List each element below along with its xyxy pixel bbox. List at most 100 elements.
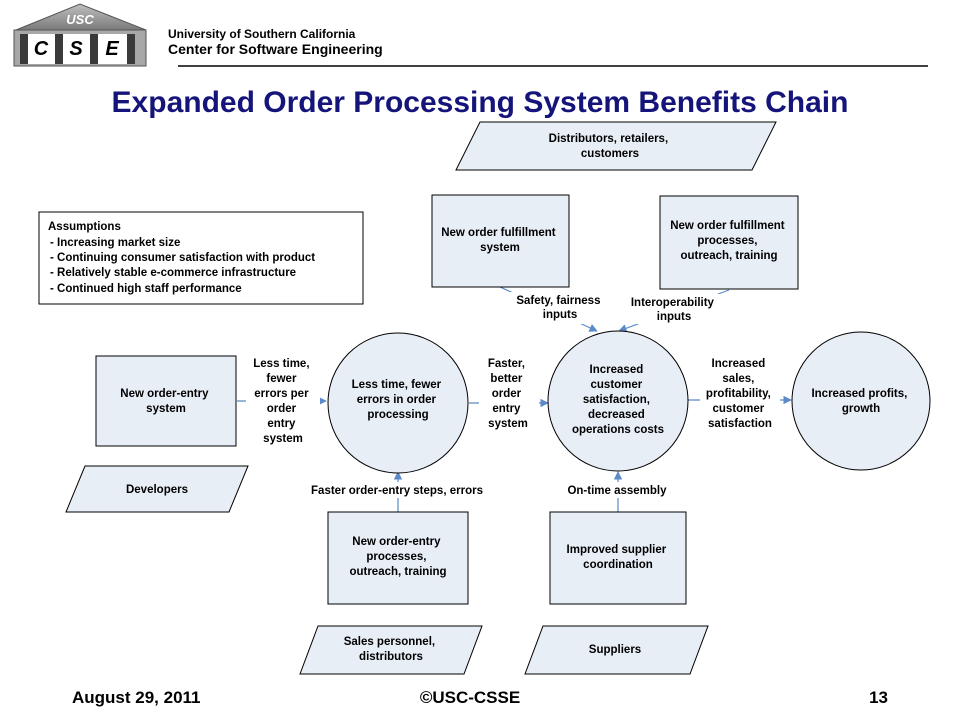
outcome-increased-profits: Increased profits, growth: [791, 331, 931, 471]
svg-text:New order fulfillment pr: New order fulfillment processes, outreac…: [670, 220, 788, 262]
node-label-line: Sales personnel,: [344, 636, 435, 648]
university-name: University of Southern California: [168, 27, 356, 41]
svg-text:Increased sales, p: Increased sales, profitability, customer…: [706, 358, 774, 430]
node-label-line: satisfaction,: [583, 394, 650, 406]
stakeholder-distributors: Distributors, retailers, customers: [455, 121, 777, 171]
contribution-interoperability: Interoperability inputs: [624, 294, 724, 324]
contribution-increased-sales: Increased sales, profitability, customer…: [700, 354, 780, 432]
node-label-line: outreach, training: [680, 250, 777, 262]
node-label-line: better: [490, 373, 522, 385]
node-label-line: system: [488, 418, 528, 430]
logo-usc-text: USC: [66, 12, 94, 27]
node-label-line: processes,: [366, 551, 426, 563]
node-label-line: entry: [267, 418, 296, 430]
node-label-line: inputs: [543, 309, 578, 321]
node-label-line: Increased profits,: [811, 388, 907, 400]
svg-text:Less time, fewer errors: Less time, fewer errors in order process…: [352, 379, 445, 421]
contribution-on-time-assembly: On-time assembly: [560, 482, 674, 498]
stakeholder-suppliers: Suppliers: [524, 625, 709, 675]
node-label-line: New order fulfillment: [441, 227, 556, 239]
svg-text:New order fulfillment sy: New order fulfillment system: [441, 227, 559, 254]
svg-text:Increased customer: Increased customer satisfaction, decreas…: [572, 364, 664, 436]
node-label-line: errors in order: [357, 394, 437, 406]
node-label-line: sales,: [722, 373, 754, 385]
node-label-line: system: [480, 242, 520, 254]
outcome-increased-satisfaction: Increased customer satisfaction, decreas…: [547, 330, 689, 472]
logo-letter-e: E: [105, 38, 119, 60]
node-label-line: Safety, fairness: [516, 295, 600, 307]
node-label-line: entry: [492, 403, 521, 415]
node-label-line: fewer: [266, 373, 297, 385]
outcome-less-time: Less time, fewer errors in order process…: [327, 332, 469, 474]
assumption-item: - Continued high staff performance: [50, 283, 242, 295]
node-label-line: customers: [581, 148, 639, 160]
assumptions-heading: Assumptions: [48, 221, 121, 233]
contribution-faster-steps: Faster order-entry steps, errors: [300, 482, 494, 498]
node-label-line: processes,: [697, 235, 757, 247]
node-label-line: customer: [591, 379, 643, 391]
node-label-line: Less time, fewer: [352, 379, 442, 391]
node-label-line: growth: [842, 403, 880, 415]
node-label-line: Faster,: [488, 358, 525, 370]
initiative-new-order-entry-processes: New order-entry processes, outreach, tra…: [327, 511, 469, 605]
node-label-line: distributors: [359, 651, 423, 663]
initiative-new-order-entry-system: New order-entry system: [95, 355, 237, 447]
node-label-line: system: [263, 433, 303, 445]
slide-title: Expanded Order Processing System Benefit…: [112, 86, 849, 119]
node-label-line: order: [492, 388, 522, 400]
initiative-new-order-fulfillment-system: New order fulfillment system: [431, 194, 570, 288]
node-label-line: satisfaction: [708, 418, 772, 430]
node-label-line: New order fulfillment: [670, 220, 785, 232]
stakeholder-developers: Developers: [65, 465, 249, 513]
contribution-safety-fairness: Safety, fairness inputs: [508, 292, 612, 324]
svg-text:Interoperability inputs: Interoperability inputs: [631, 297, 717, 323]
node-label-line: Increased: [590, 364, 644, 376]
node-label-line: coordination: [583, 559, 653, 571]
node-label-line: order: [267, 403, 297, 415]
node-label-line: processing: [367, 409, 428, 421]
node-label-line: decreased: [588, 409, 645, 421]
node-label-line: Suppliers: [589, 644, 641, 656]
node-label-line: outreach, training: [349, 566, 446, 578]
svg-text:Faster, better ord: Faster, better order entry system: [488, 358, 528, 430]
node-label-line: system: [146, 403, 186, 415]
node-label-line: customer: [713, 403, 765, 415]
assumptions-box: Assumptions - Increasing market size - C…: [38, 211, 364, 305]
contribution-less-time-fewer-errors: Less time, fewer errors per order entry …: [246, 354, 320, 448]
node-label-line: Developers: [126, 484, 188, 496]
node-label-line: On-time assembly: [567, 485, 667, 497]
assumption-item: - Continuing consumer satisfaction with …: [50, 252, 315, 264]
cse-logo: USC C S E: [13, 3, 147, 67]
node-label-line: Increased: [712, 358, 766, 370]
svg-text:Improved supplier coordi: Improved supplier coordination: [567, 544, 670, 571]
svg-text:Increased profits, growt: Increased profits, growth: [811, 388, 910, 415]
node-label-line: New order-entry: [120, 388, 209, 400]
initiative-new-order-fulfillment-processes: New order fulfillment processes, outreac…: [659, 195, 799, 290]
node-label-line: Interoperability: [631, 297, 715, 309]
svg-text:New order-entry processe: New order-entry processes, outreach, tra…: [349, 536, 446, 578]
logo-letter-c: C: [34, 38, 49, 60]
assumption-item: - Increasing market size: [50, 237, 180, 249]
node-label-line: Distributors, retailers,: [549, 133, 669, 145]
node-label-line: profitability,: [706, 388, 771, 400]
svg-text:Safety, fairness inputs: Safety, fairness inputs: [516, 295, 603, 321]
footer-date: August 29, 2011: [72, 688, 201, 707]
svg-text:Sales personnel, distrib: Sales personnel, distributors: [344, 636, 439, 663]
svg-text:Distributors, retailers,: Distributors, retailers, customers: [549, 133, 672, 160]
node-label-line: Less time,: [253, 358, 309, 370]
footer-copyright: ©USC-CSSE: [420, 688, 520, 707]
svg-text:New order-entry system: New order-entry system: [120, 388, 211, 415]
node-label-line: Improved supplier: [567, 544, 667, 556]
initiative-improved-supplier-coordination: Improved supplier coordination: [549, 511, 687, 605]
node-label-line: errors per: [254, 388, 309, 400]
node-label-line: Faster order-entry steps, errors: [311, 485, 483, 497]
node-label-line: New order-entry: [352, 536, 441, 548]
stakeholder-sales-personnel: Sales personnel, distributors: [299, 625, 483, 675]
logo-letter-s: S: [69, 38, 83, 60]
assumption-item: - Relatively stable e-commerce infrastru…: [50, 267, 296, 279]
center-name: Center for Software Engineering: [168, 41, 383, 57]
svg-text:Less time, fewer e: Less time, fewer errors per order entry …: [253, 358, 312, 445]
node-label-line: operations costs: [572, 424, 664, 436]
